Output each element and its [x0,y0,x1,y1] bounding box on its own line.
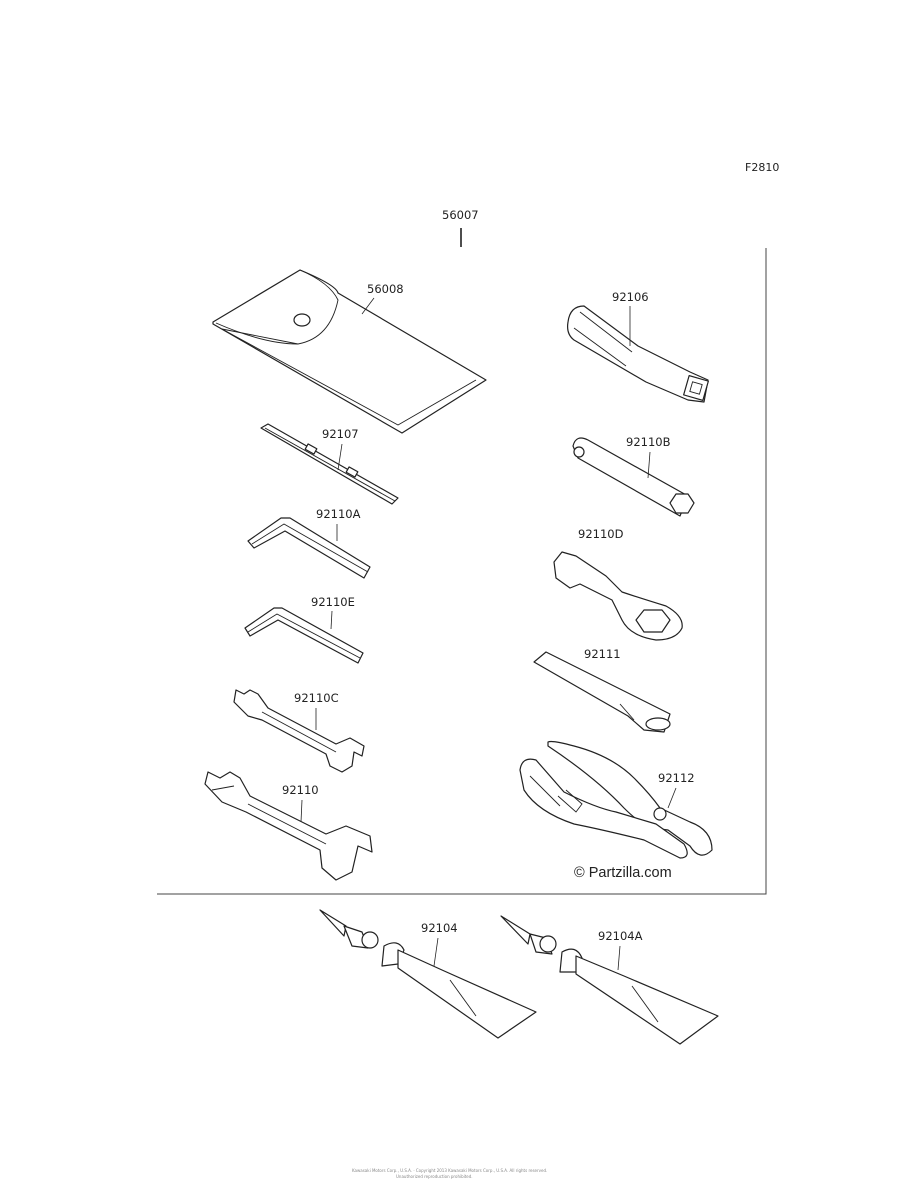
part-label-92104: 92104 [421,921,458,935]
screwdriver-handle-icon[interactable] [567,305,709,403]
part-label-92104A: 92104A [598,929,643,943]
part-label-92110D: 92110D [578,527,624,541]
ring-wrench-icon[interactable] [553,551,683,641]
part-label-92110E: 92110E [311,595,355,609]
part-label-92112: 92112 [658,771,695,785]
part-label-56008: 56008 [367,282,404,296]
part-label-92110B: 92110B [626,435,671,449]
copyright-footer-line1: Kawasaki Motors Corp., U.S.A. · Copyrigh… [352,1168,547,1173]
part-label-92110A: 92110A [316,507,361,521]
open-end-wrench-icon[interactable] [233,689,365,773]
assembly-number-label: 56007 [442,208,479,222]
part-label-92110: 92110 [282,783,319,797]
open-end-wrench-icon[interactable] [204,771,373,881]
hex-key-icon[interactable] [244,607,364,664]
diagram-ref-code: F2810 [745,161,779,174]
assembly-frame [157,248,767,895]
box-wrench-icon[interactable] [572,437,695,517]
grease-tube-icon[interactable] [319,909,537,1039]
part-label-92107: 92107 [322,427,359,441]
part-label-92106: 92106 [612,290,649,304]
partzilla-watermark: © Partzilla.com [574,865,672,881]
tool-pouch-icon[interactable] [212,269,487,434]
grease-tube-icon[interactable] [500,915,719,1045]
screwdriver-bit-icon[interactable] [260,423,399,505]
hex-key-icon[interactable] [247,517,371,579]
pliers-icon[interactable] [519,740,713,859]
part-label-92110C: 92110C [294,691,339,705]
part-label-92111: 92111 [584,647,621,661]
copyright-footer-line2: Unauthorized reproduction prohibited. [396,1174,473,1179]
extension-bar-icon[interactable] [533,651,671,733]
